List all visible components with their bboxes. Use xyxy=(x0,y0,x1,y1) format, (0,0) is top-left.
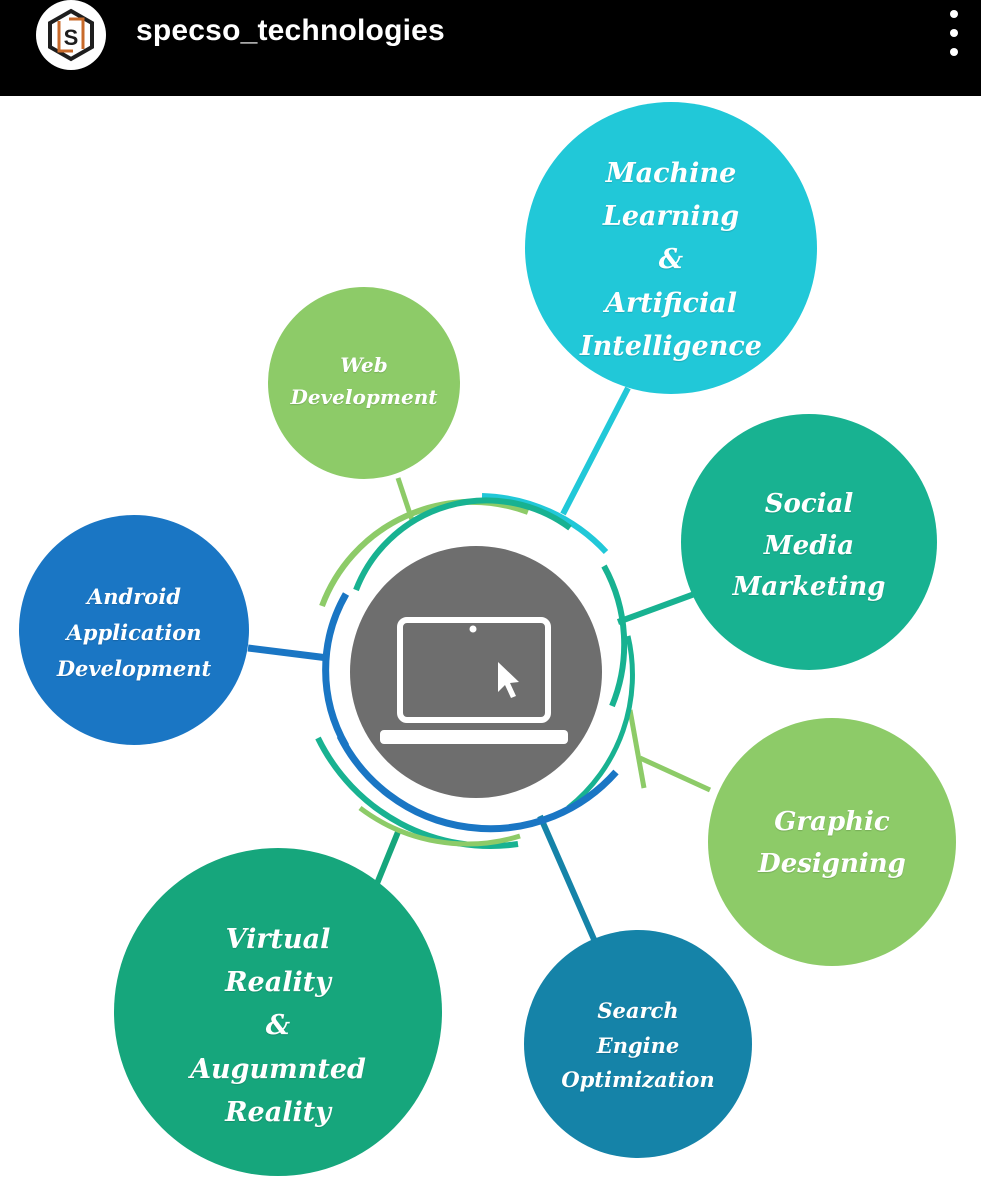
node-android-circle xyxy=(19,515,249,745)
node-ml-circle xyxy=(525,102,817,394)
node-circles xyxy=(19,102,956,1176)
connector-lines xyxy=(247,386,712,946)
node-vr-circle xyxy=(114,848,442,1176)
laptop-cursor-icon xyxy=(380,617,568,744)
node-vr-label: Virtual Reality & Augumnted Reality xyxy=(190,924,366,1128)
hub-rings xyxy=(315,493,635,849)
node-smm-circle xyxy=(681,414,937,670)
svg-text:S: S xyxy=(64,25,79,50)
services-diagram xyxy=(19,102,956,1176)
post-username[interactable]: specso_technologies xyxy=(136,14,445,47)
node-smm-label: Social Media Marketing xyxy=(732,489,886,603)
more-options-icon[interactable] xyxy=(938,10,970,56)
center-hub xyxy=(350,546,602,798)
node-seo-circle xyxy=(524,930,752,1158)
post-image: Machine Learning & Artificial Intelligen… xyxy=(0,96,981,1200)
profile-avatar[interactable]: S xyxy=(36,0,106,70)
node-seo-label: Search Engine Optimization xyxy=(561,998,715,1093)
node-graphic-circle xyxy=(708,718,956,966)
node-graphic-label: Graphic Designing xyxy=(758,807,906,879)
node-web-circle xyxy=(268,287,460,479)
post-header: S specso_technologies xyxy=(0,0,981,96)
node-web-label: Web Development xyxy=(290,353,438,409)
node-android-label: Android Application Development xyxy=(56,584,212,682)
node-ml-label: Machine Learning & Artificial Intelligen… xyxy=(580,158,762,362)
specso-logo-icon: S xyxy=(48,8,94,62)
